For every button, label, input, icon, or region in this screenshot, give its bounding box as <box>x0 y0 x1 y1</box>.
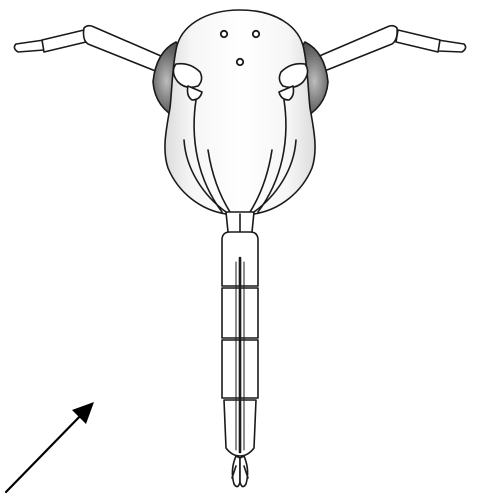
left-ocellus <box>221 31 227 37</box>
proboscis <box>222 232 258 487</box>
arrow-shaft <box>6 410 86 492</box>
median-ocellus <box>237 59 243 65</box>
head-capsule <box>165 10 315 214</box>
right-antenna-segment-2 <box>396 30 440 52</box>
left-antenna-segment-2 <box>42 30 86 52</box>
pointer-arrow <box>6 402 94 492</box>
left-antenna-tip-segment <box>14 40 44 52</box>
right-ocellus <box>253 31 259 37</box>
right-antenna-tip-segment <box>438 40 466 52</box>
